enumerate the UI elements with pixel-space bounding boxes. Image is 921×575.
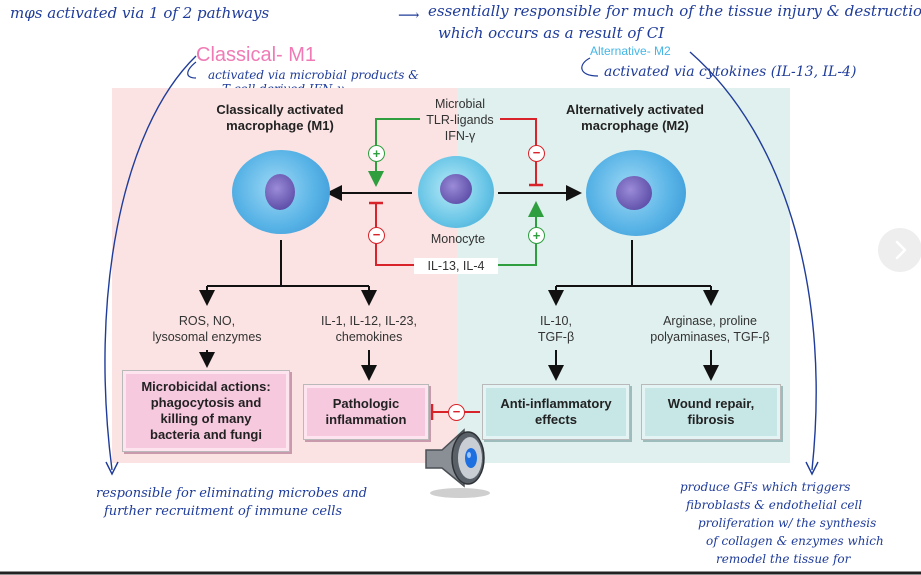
stimuli-tlr-ligands: TLR-ligands — [426, 113, 494, 127]
annotation-alternative-activation: activated via cytokines (IL-13, IL-4) — [604, 64, 857, 80]
m1-product-ros: ROS, NO, lysosomal enzymes — [132, 313, 282, 345]
speaker-icon[interactable] — [420, 420, 500, 500]
next-slide-button[interactable] — [878, 228, 921, 272]
annotation-m1-recruitment: further recruitment of immune cells — [104, 504, 343, 519]
annotation-arrow-alternative-note — [581, 57, 599, 77]
annotation-top-arrow: ⟶ — [398, 6, 420, 24]
inhibition-sign-anti-inflammatory: − — [448, 404, 465, 421]
m1-heading-line1: Classically activated — [216, 102, 344, 117]
alternative-m2-title: Alternative- M2 — [590, 44, 671, 58]
microbicidal-line3: killing of many — [160, 411, 252, 426]
m2-macrophage-cell — [586, 150, 686, 236]
annotation-arrow-alternative — [689, 51, 817, 471]
microbicidal-line2: phagocytosis and — [150, 395, 262, 410]
activation-sign-il13-m2: + — [528, 227, 545, 244]
m1-nucleus — [265, 174, 295, 210]
m1-heading: Classically activated macrophage (M1) — [190, 102, 370, 134]
m1-product-interleukins-line2: chemokines — [335, 330, 403, 344]
m1-product-interleukins-line1: IL-1, IL-12, IL-23, — [321, 314, 417, 328]
anti-inflammatory-line2: effects — [535, 412, 577, 427]
m2-nucleus — [616, 176, 652, 210]
annotation-pathways: mφs activated via 1 of 2 pathways — [10, 4, 270, 22]
annotation-m2-collagen: of collagen & enzymes which — [706, 534, 884, 548]
stimuli-ifn-gamma: IFN-γ — [444, 129, 476, 143]
monocyte-label: Monocyte — [430, 232, 486, 246]
annotation-m2-remodel: remodel the tissue for — [716, 552, 851, 566]
wound-repair-line1: Wound repair, — [667, 396, 755, 411]
m2-heading: Alternatively activated macrophage (M2) — [545, 102, 725, 134]
inhibit-microbial-m2 — [500, 118, 537, 184]
cytokines-label: IL-13, IL-4 — [414, 258, 498, 274]
m1-heading-line2: macrophage (M1) — [226, 118, 334, 133]
m2-product-arginase-line2: polyaminases, TGF-β — [650, 330, 770, 344]
classical-m1-title: Classical- M1 — [196, 44, 317, 66]
anti-inflammatory-line1: Anti-inflammatory — [500, 396, 612, 411]
pathologic-line2: inflammation — [325, 412, 407, 427]
m2-product-il10-line2: TGF-β — [537, 330, 575, 344]
inhibition-sign-microbial-m2: − — [528, 145, 545, 162]
annotation-chronic-inflammation: which occurs as a result of CI — [438, 24, 665, 42]
anti-inflammatory-box: Anti-inflammatory effects — [482, 384, 630, 440]
annotation-m2-proliferation: proliferation w/ the synthesis — [698, 516, 877, 530]
annotation-m2-growth-factors: produce GFs which triggers — [680, 480, 851, 494]
stimuli-label: Microbial TLR-ligands IFN-γ — [405, 96, 515, 144]
annotation-m1-responsible: responsible for eliminating microbes and — [96, 486, 368, 501]
annotation-m2-fibroblasts: fibroblasts & endothelial cell — [686, 498, 863, 512]
monocyte-nucleus — [440, 174, 472, 204]
m2-heading-line1: Alternatively activated — [565, 102, 704, 117]
m2-heading-line2: macrophage (M2) — [581, 118, 689, 133]
m1-product-ros-line1: ROS, NO, — [178, 314, 236, 328]
wound-repair-box: Wound repair, fibrosis — [641, 384, 781, 440]
annotation-arrow-classical — [104, 55, 197, 471]
m2-product-il10-line1: IL-10, — [540, 314, 572, 328]
microbicidal-actions-box: Microbicidal actions: phagocytosis and k… — [122, 370, 290, 452]
stimuli-microbial: Microbial — [434, 97, 485, 111]
m1-macrophage-cell — [232, 150, 330, 234]
activation-sign-microbial-m1: + — [368, 145, 385, 162]
pathologic-line1: Pathologic — [332, 396, 400, 411]
inhibition-sign-il13-m1: − — [368, 227, 385, 244]
wound-repair-line2: fibrosis — [687, 412, 735, 427]
m1-product-ros-line2: lysosomal enzymes — [152, 330, 262, 344]
m2-product-arginase-line1: Arginase, proline — [663, 314, 757, 328]
m1-product-interleukins: IL-1, IL-12, IL-23, chemokines — [296, 313, 442, 345]
monocyte-cell — [418, 156, 494, 228]
microbicidal-line4: bacteria and fungi — [150, 427, 262, 442]
annotation-classical-activation: activated via microbial products & — [208, 68, 419, 82]
inhibit-il13-m1 — [375, 203, 418, 266]
m2-product-il10: IL-10, TGF-β — [506, 313, 606, 345]
arrow-il13-activates-m2 — [494, 201, 544, 266]
m2-product-arginase: Arginase, proline polyaminases, TGF-β — [634, 313, 786, 345]
microbicidal-line1: Microbicidal actions: — [141, 379, 271, 394]
pathologic-inflammation-box: Pathologic inflammation — [303, 384, 429, 440]
annotation-tissue-injury: essentially responsible for much of the … — [428, 2, 921, 20]
annotation-arrow-classical-note — [187, 61, 197, 79]
chevron-right-icon — [895, 240, 907, 260]
